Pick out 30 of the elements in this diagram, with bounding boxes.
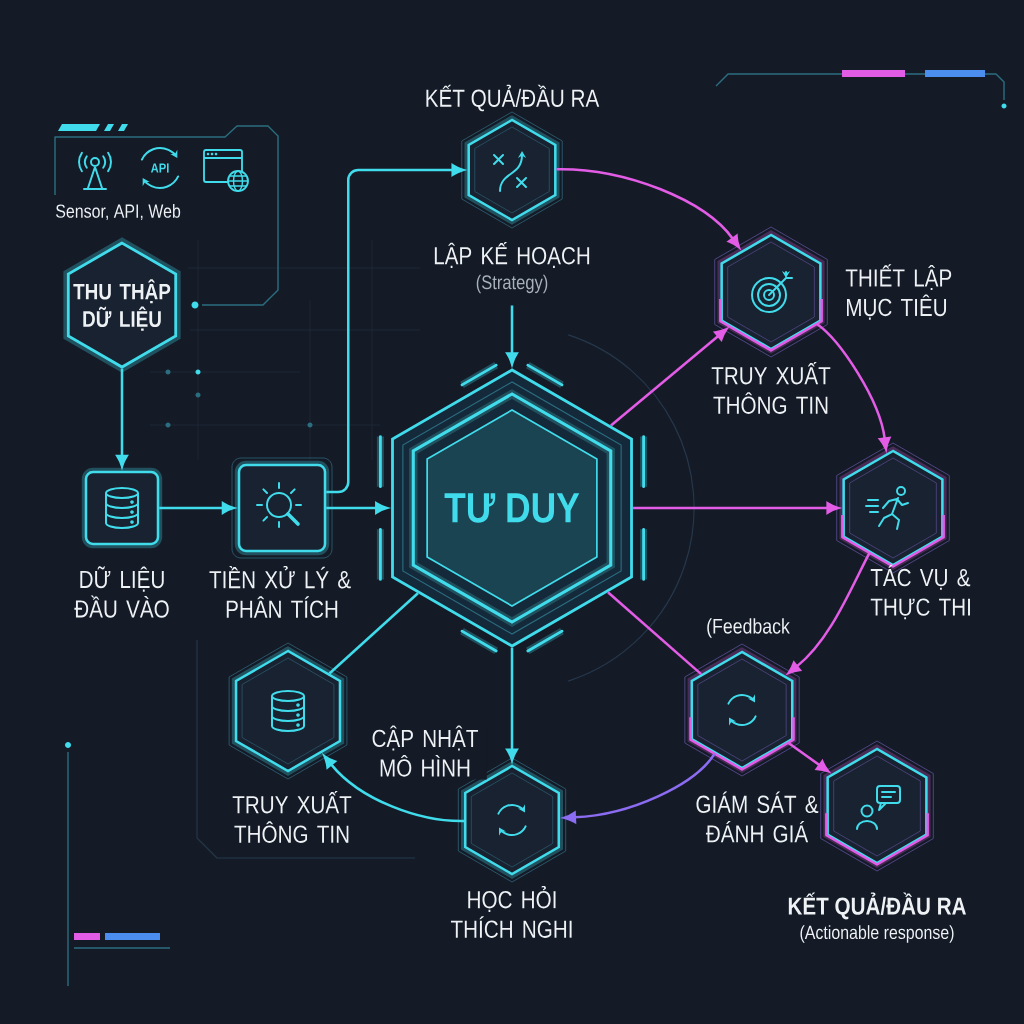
heading: KẾT QUẢ/ĐẦU RA (426, 84, 600, 112)
arrow (506, 647, 518, 762)
icon-label: API (150, 163, 169, 173)
step-label: TRUY XUẤT THÔNG TIN (232, 791, 352, 843)
step-label: DỮ LIỆU ĐẦU VÀO (74, 566, 169, 618)
arrow (787, 552, 871, 674)
arrow (116, 368, 128, 468)
arrow (326, 164, 465, 494)
edge-label: CẬP NHẬT MÔ HÌNH (363, 722, 487, 780)
node-label: Sensor, API, Web (56, 203, 181, 221)
arrow (323, 755, 464, 823)
connector-line (328, 592, 419, 675)
subtitle: (Actionable response) (800, 925, 954, 943)
arrow (816, 322, 891, 451)
note: (Feedback (707, 618, 790, 638)
arrow (159, 502, 235, 514)
step-label: TIỀN XỬ LÝ & PHÂN TÍCH (209, 566, 351, 618)
step-label: LẬP KẾ HOẠCH (434, 242, 590, 268)
step-label: GIÁM SÁT & ĐÁNH GIÁ (696, 791, 819, 843)
arrow (563, 752, 716, 824)
step-label: HỌC HỎI THÍCH NGHI (450, 886, 572, 938)
step-label: THIẾT LẬP MỤC TIÊU (845, 264, 952, 320)
arrow (556, 167, 740, 249)
result-heading: KẾT QUẢ/ĐẦU RA (788, 892, 966, 920)
step-label: TRUY XUẤT THÔNG TIN (711, 362, 831, 414)
subtitle: (Strategy) (476, 274, 548, 294)
step-label: TÁC VỤ & THỰC THI (870, 564, 971, 620)
arrow (326, 502, 388, 514)
arrow (506, 305, 518, 366)
arrow (787, 741, 830, 773)
